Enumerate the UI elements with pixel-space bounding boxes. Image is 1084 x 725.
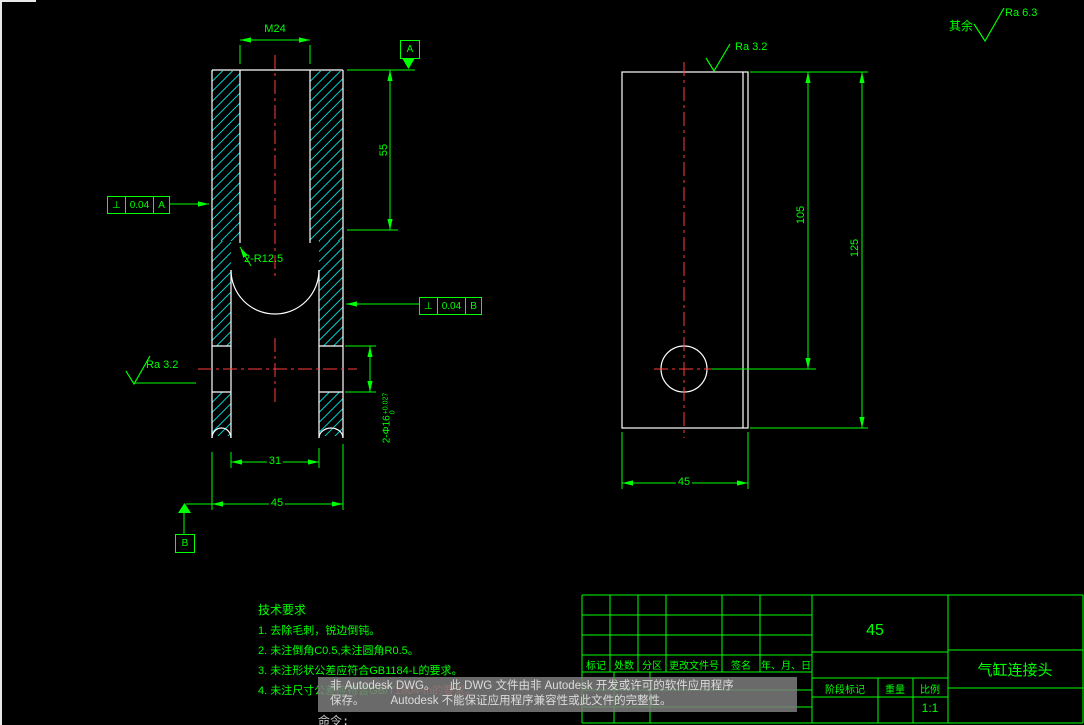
thread-depth-dimension: 55: [377, 143, 390, 157]
hatch-front-left-lower: [212, 392, 231, 436]
side-roughness-label: Ra 3.2: [735, 41, 768, 53]
general-roughness-prefix: 其余: [949, 19, 974, 33]
warning-line-1: 非 Autodesk DWG。 此 DWG 文件由非 Autodesk 开发或许可…: [330, 679, 797, 694]
rev-header-signature: 签名: [731, 661, 751, 672]
tolerance-frame-b: ⊥ 0.04 B: [419, 297, 482, 315]
warning-line1-part1: 非 Autodesk DWG。: [330, 680, 436, 692]
datum-b-box: B: [175, 534, 195, 553]
thread-dimension: M24: [264, 23, 286, 35]
pin-hole-tol-upper: +0.027: [382, 392, 390, 415]
stage-mark-label: 阶段标记: [825, 685, 865, 696]
side-view-outline[interactable]: [621, 71, 749, 429]
tolerance-a-datum: A: [158, 199, 165, 211]
pin-hole-diameter-text: 2-Φ16: [381, 415, 393, 444]
rev-header-count: 处数: [614, 661, 634, 672]
front-roughness-label: Ra 3.2: [146, 359, 179, 371]
roughness-icon-general: [973, 7, 1005, 43]
general-roughness-value: Ra 6.3: [1005, 7, 1038, 19]
tolerance-frame-a: ⊥ 0.04 A: [107, 196, 170, 214]
tolerance-a-value: 0.04: [126, 197, 155, 213]
scale-label: 比例: [920, 685, 940, 696]
window-edge-top: [0, 0, 36, 2]
datum-a-triangle-icon: [402, 58, 415, 69]
centerlines: [198, 55, 714, 438]
slot-radius-label: 2-R12.5: [244, 253, 284, 265]
part-name: 气缸连接头: [977, 662, 1053, 679]
datum-b-triangle-icon: [178, 503, 191, 513]
pin-hole-tol-lower: 0: [389, 410, 397, 415]
hatch-front-left-mid: [212, 241, 231, 346]
tolerance-b-value: 0.04: [438, 298, 467, 314]
non-autodesk-dwg-warning[interactable]: 非 Autodesk DWG。 此 DWG 文件由非 Autodesk 开发或许可…: [318, 677, 797, 712]
side-width-dimension: 45: [675, 476, 693, 489]
tolerance-a-symbol: ⊥: [108, 197, 126, 213]
tech-note-3: 3. 未注形状公差应符合GB1184-L的要求。: [258, 665, 463, 677]
window-edge-left: [0, 0, 2, 725]
side-height-dimension: 125: [848, 238, 861, 258]
warning-line-2: 保存。 Autodesk 不能保证应用程序兼容性或此文件的完整性。: [330, 694, 797, 709]
rev-header-zone: 分区: [642, 661, 662, 672]
front-width-dimension: 45: [268, 497, 286, 510]
rev-header-mark: 标记: [586, 661, 606, 672]
tech-note-2: 2. 未注倒角C0.5,未注圆角R0.5。: [258, 645, 419, 657]
rev-header-change-no: 更改文件号: [669, 661, 719, 672]
roughness-icon-side: [705, 43, 731, 73]
weight-label: 重量: [885, 685, 905, 696]
hatch-front-left-upper: [212, 71, 240, 241]
scale-value: 1:1: [921, 701, 939, 715]
tech-note-1: 1. 去除毛刺，锐边倒钝。: [258, 625, 381, 637]
slot-width-dimension: 31: [266, 455, 284, 468]
tolerance-b-datum: B: [470, 300, 477, 312]
hatch-front-right-upper: [310, 71, 343, 241]
rev-header-date: 年、月、日: [761, 661, 811, 672]
tolerance-b-symbol: ⊥: [420, 298, 438, 314]
warning-line2-part1: 保存。: [330, 695, 365, 707]
command-line-input[interactable]: 命令:: [318, 714, 350, 725]
front-view-outline[interactable]: [211, 69, 344, 439]
hatch-front-right-lower: [319, 392, 343, 436]
hole-position-dimension: 105: [794, 205, 807, 225]
warning-line1-part2: 此 DWG 文件由非 Autodesk 开发或许可的软件应用程序: [449, 680, 734, 692]
datum-a-box: A: [400, 40, 420, 59]
hatch-front-right-mid: [319, 241, 343, 346]
roughness-icon-front: [125, 355, 151, 386]
tech-notes-title: 技术要求: [258, 603, 307, 617]
material-grade: 45: [866, 622, 884, 639]
warning-line2-part2: Autodesk 不能保证应用程序兼容性或此文件的完整性。: [390, 695, 672, 707]
dimension-lines: [134, 37, 868, 534]
